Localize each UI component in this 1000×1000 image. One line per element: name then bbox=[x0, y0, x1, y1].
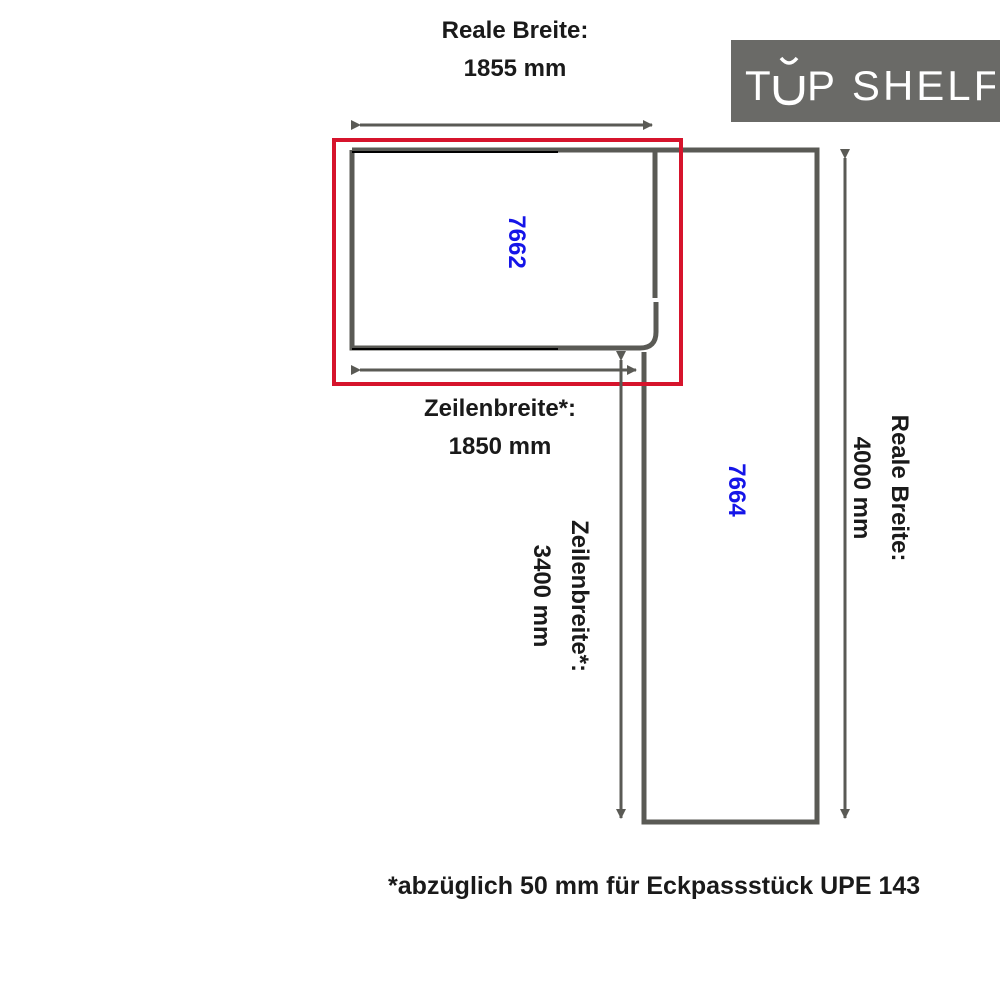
top-shelf-logo: T P SHELF bbox=[731, 40, 1000, 122]
top-article-number: 7662 bbox=[503, 215, 530, 269]
top-shelf-logo-graphic: T P SHELF bbox=[745, 56, 995, 108]
svg-text:P SHELF: P SHELF bbox=[807, 62, 995, 108]
top-real-width-value: 1855 mm bbox=[463, 55, 567, 82]
right-module-outline bbox=[558, 147, 820, 825]
right-article-number: 7664 bbox=[723, 463, 750, 517]
top-real-width-label-text: Reale Breite: bbox=[441, 17, 589, 44]
right-real-width-label-text: Reale Breite: bbox=[886, 414, 913, 562]
top-row-width-label: Zeilenbreite*: 1850 mm bbox=[380, 390, 620, 466]
right-real-width-value: 4000 mm bbox=[848, 436, 875, 540]
right-row-width-label-text: Zeilenbreite*: bbox=[566, 519, 593, 673]
top-row-width-label-text: Zeilenbreite*: bbox=[423, 395, 577, 422]
right-real-width-label: Reale Breite: 4000 mm bbox=[842, 398, 918, 578]
right-row-width-value: 3400 mm bbox=[528, 544, 555, 648]
right-row-width-label: Zeilenbreite*: 3400 mm bbox=[522, 501, 598, 691]
top-row-width-value: 1850 mm bbox=[448, 433, 552, 460]
top-real-width-label: Reale Breite: 1855 mm bbox=[400, 12, 630, 88]
svg-text:T: T bbox=[745, 62, 773, 108]
footnote: *abzüglich 50 mm für Eckpassstück UPE 14… bbox=[388, 872, 921, 900]
highlight-frame bbox=[332, 138, 683, 386]
